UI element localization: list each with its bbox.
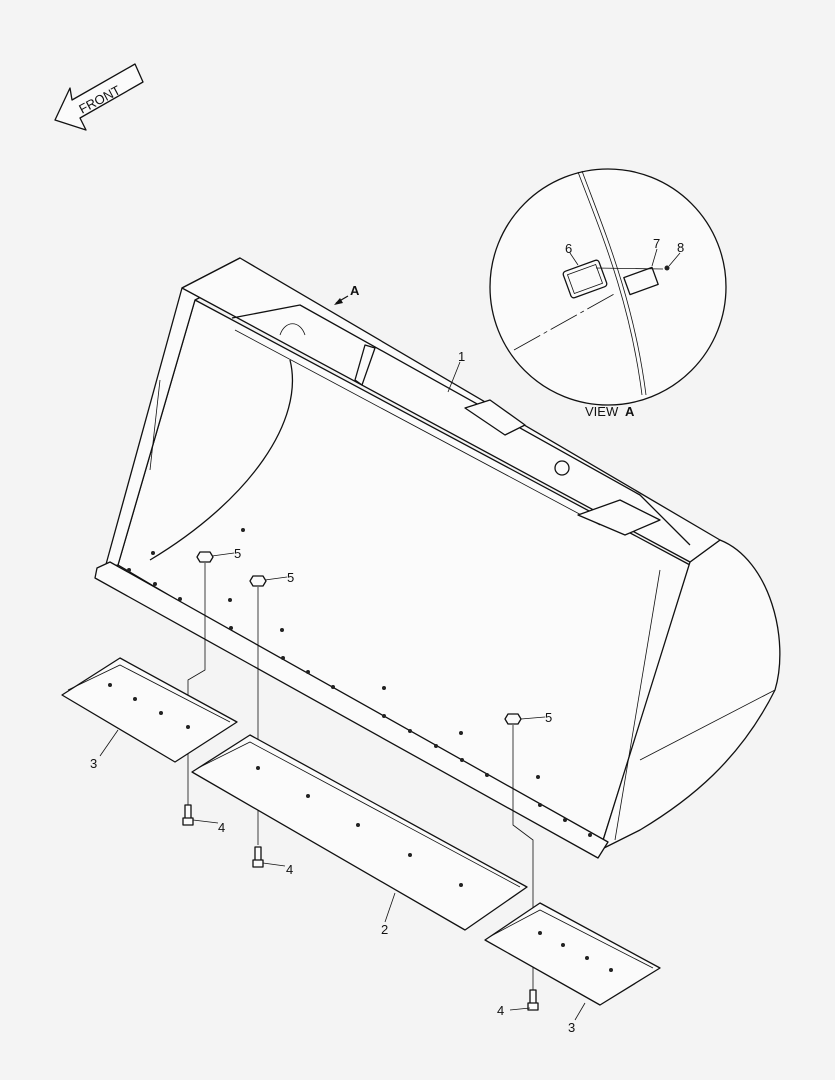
callout-5: 5 [545, 710, 552, 725]
view-letter: A [625, 404, 635, 419]
view-label: VIEW [585, 404, 619, 419]
bolts [182, 804, 539, 1011]
callouts: 1 2 3 3 4 4 4 5 5 5 6 7 8 [90, 236, 684, 1035]
callout-6: 6 [565, 241, 572, 256]
detail-view-a: VIEW A [489, 168, 727, 419]
front-arrow-icon: FRONT [54, 63, 144, 131]
callout-3: 3 [90, 756, 97, 771]
callout-4: 4 [497, 1003, 504, 1018]
section-arrow: A [334, 283, 360, 305]
section-arrow-label: A [350, 283, 360, 298]
callout-7: 7 [653, 236, 660, 251]
bucket [94, 257, 781, 859]
callout-3: 3 [568, 1020, 575, 1035]
callout-4: 4 [286, 862, 293, 877]
callout-5: 5 [287, 570, 294, 585]
lip-holes [127, 528, 592, 837]
callout-1: 1 [458, 349, 465, 364]
callout-2: 2 [381, 922, 388, 937]
wear-plates [61, 657, 661, 1006]
callout-5: 5 [234, 546, 241, 561]
callout-4: 4 [218, 820, 225, 835]
callout-8: 8 [677, 240, 684, 255]
callout-leaders [99, 248, 681, 1021]
